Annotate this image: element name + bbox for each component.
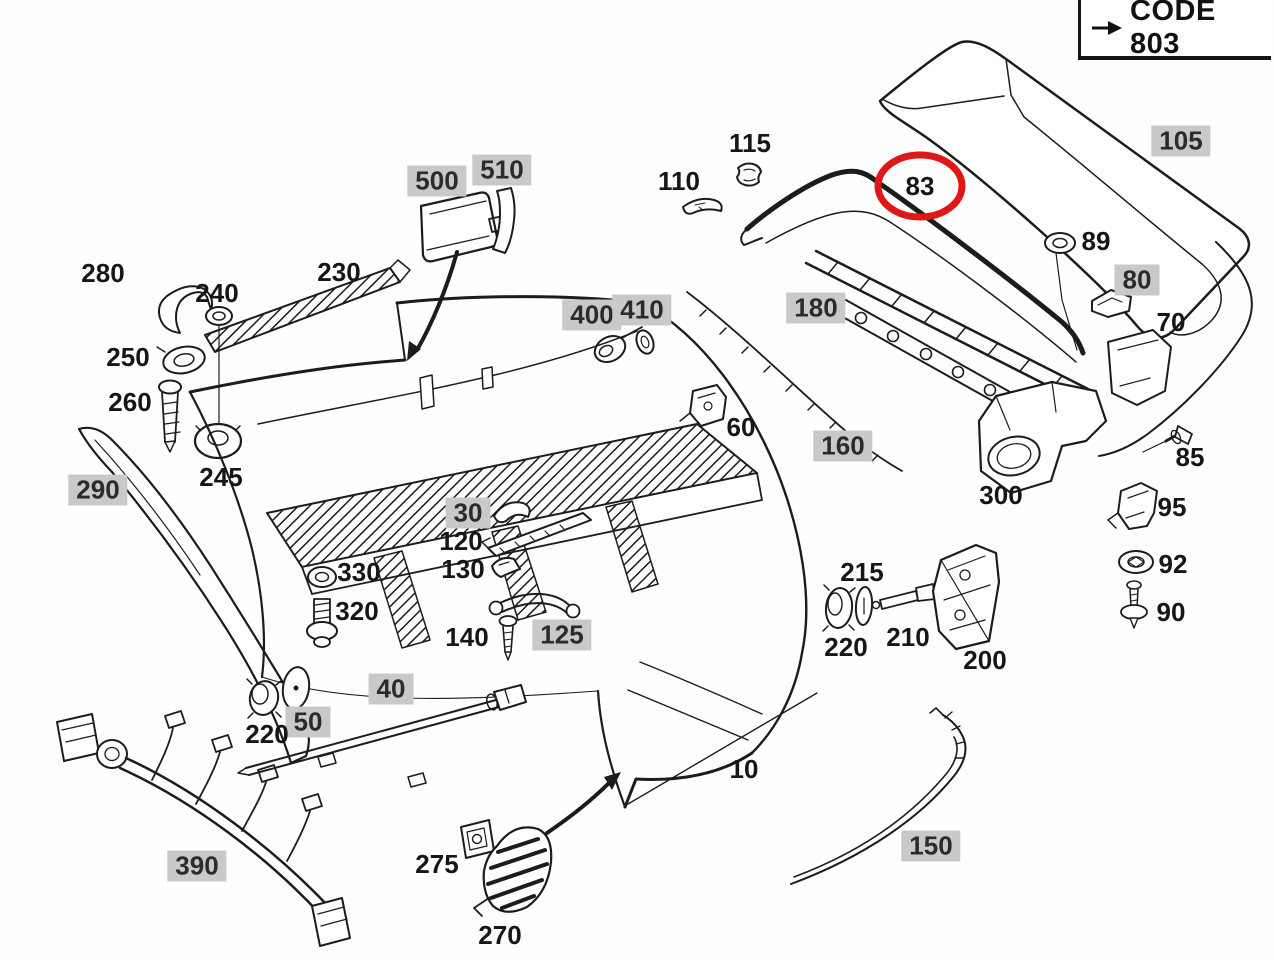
- part-label-200: 200: [963, 645, 1007, 675]
- bracket-510-drawing: [492, 187, 516, 254]
- washer-50-drawing: [281, 666, 311, 710]
- part-label-215: 215: [840, 557, 884, 587]
- part-label-140: 140: [445, 622, 489, 652]
- part-label-510: 510: [472, 154, 532, 186]
- nut-220-left-drawing: [246, 678, 282, 719]
- bolt-210-drawing: [871, 583, 936, 610]
- clip-130-drawing: [491, 556, 521, 578]
- clip-115-drawing: [736, 162, 762, 187]
- grommet-245-drawing: [193, 422, 243, 460]
- bolt-320-drawing: [306, 598, 338, 648]
- sensor-60-drawing: [679, 384, 727, 427]
- cover-270-drawing: [473, 826, 553, 917]
- clip-110-drawing: [682, 197, 723, 215]
- part-label-500: 500: [407, 165, 467, 197]
- part-label-280: 280: [81, 258, 125, 288]
- part-label-220: 220: [824, 632, 868, 662]
- part-label-60: 60: [726, 412, 756, 442]
- code-label: CODE 803: [1130, 0, 1216, 60]
- spoiler-105-drawing: [878, 40, 1251, 339]
- part-label-230: 230: [317, 257, 361, 287]
- part-label-110: 110: [658, 166, 700, 196]
- bracket-300-drawing: [977, 380, 1108, 495]
- part-label-300: 300: [979, 480, 1023, 510]
- washer-92-drawing: [1118, 550, 1154, 574]
- bracket-95-drawing: [1107, 482, 1158, 530]
- part-label-70: 70: [1156, 307, 1186, 337]
- part-label-92: 92: [1158, 549, 1188, 579]
- bracket-120-drawing: [481, 512, 592, 557]
- bolt-40-drawing: [237, 684, 527, 776]
- part-label-390: 390: [167, 850, 227, 882]
- highlight-circle: [874, 151, 966, 221]
- screw-90-drawing: [1120, 580, 1148, 629]
- part-label-270: 270: [478, 920, 522, 950]
- part-label-105: 105: [1151, 125, 1211, 157]
- part-label-220: 220: [245, 719, 289, 749]
- bumper-cover-10-drawing: [188, 295, 818, 809]
- arrow-to-bumper-drawing: [545, 772, 621, 835]
- wiring-harness-390-drawing: [56, 710, 351, 947]
- part-label-400: 400: [562, 299, 622, 331]
- part-label-250: 250: [106, 342, 150, 372]
- disc-215-drawing: [854, 586, 874, 626]
- part-label-210: 210: [886, 622, 930, 652]
- bracket-30-drawing: [493, 501, 531, 524]
- part-label-260: 260: [108, 387, 152, 417]
- arrow-right-icon: [1091, 19, 1123, 37]
- part-label-290: 290: [68, 474, 128, 506]
- bracket-200-drawing: [931, 543, 1001, 651]
- part-label-275: 275: [415, 849, 459, 879]
- part-label-89: 89: [1081, 226, 1111, 256]
- part-label-40: 40: [368, 673, 414, 705]
- part-label-10: 10: [729, 754, 759, 784]
- part-label-30: 30: [445, 497, 491, 529]
- nut-220-right-drawing: [822, 584, 856, 632]
- part-label-320: 320: [335, 596, 379, 626]
- part-label-120: 120: [439, 526, 483, 556]
- clip-250-drawing: [156, 345, 206, 375]
- screw-260-drawing: [158, 379, 182, 453]
- code-box: CODE 803: [1078, 0, 1271, 60]
- part-label-50: 50: [285, 706, 331, 738]
- part-label-83: 83: [905, 171, 935, 201]
- part-label-115: 115: [729, 128, 771, 158]
- part-label-330: 330: [337, 557, 381, 587]
- part-label-240: 240: [195, 278, 239, 308]
- nut-89-drawing: [1044, 232, 1078, 351]
- lower-trim-150-drawing: [790, 707, 967, 885]
- part-label-80: 80: [1114, 264, 1160, 296]
- part-label-85: 85: [1175, 442, 1205, 472]
- reinforcement-rail-230-drawing: [204, 259, 411, 353]
- part-label-90: 90: [1156, 597, 1186, 627]
- nut-240-drawing: [205, 306, 233, 425]
- screw-140-drawing: [498, 615, 518, 661]
- nut-330-drawing: [307, 566, 337, 588]
- part-label-180: 180: [786, 292, 846, 324]
- screw-85-drawing: [1142, 425, 1193, 453]
- part-label-245: 245: [199, 462, 243, 492]
- link-125-drawing: [488, 592, 581, 619]
- bracket-80-drawing: [1091, 289, 1132, 318]
- bracket-280-drawing: [157, 285, 214, 334]
- ring-410-drawing: [635, 329, 655, 355]
- part-label-410: 410: [612, 294, 672, 326]
- part-label-130: 130: [441, 554, 485, 584]
- part-label-150: 150: [901, 830, 961, 862]
- side-piece-70-drawing: [1098, 241, 1253, 457]
- impact-strip-83-drawing: [740, 168, 1086, 363]
- part-label-125: 125: [532, 619, 592, 651]
- part-label-95: 95: [1157, 492, 1187, 522]
- part-label-160: 160: [813, 430, 873, 462]
